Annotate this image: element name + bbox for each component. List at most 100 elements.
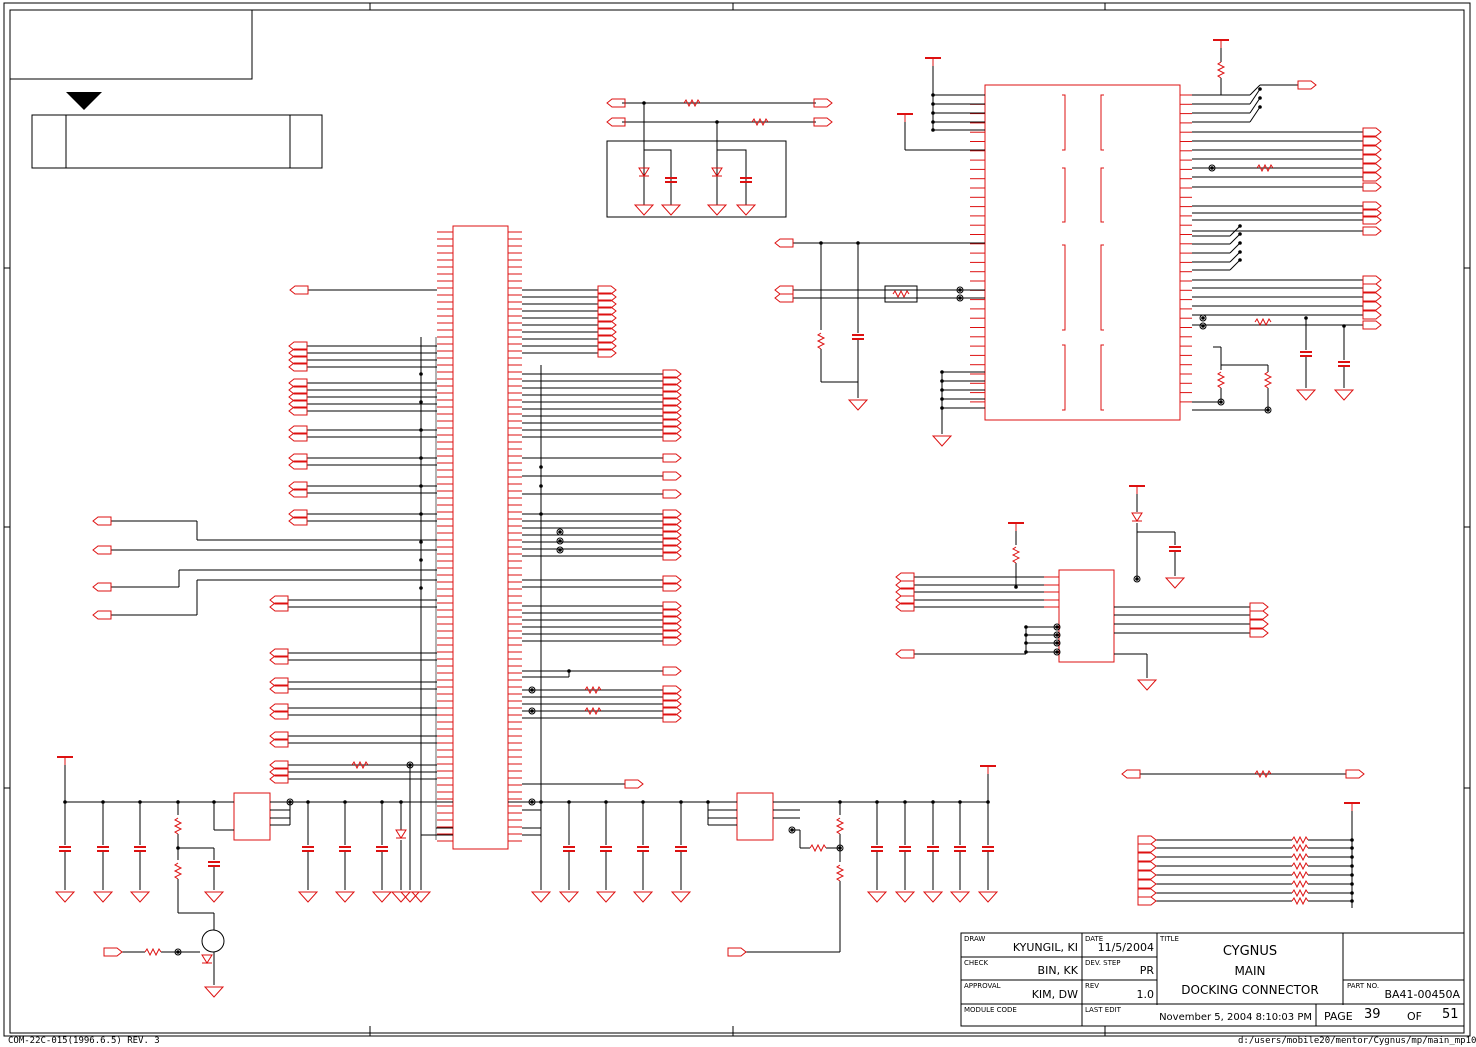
signal-port-icon — [1362, 136, 1382, 146]
junction-dot — [1350, 855, 1354, 859]
signal-port-icon — [1137, 896, 1157, 906]
signal-port-icon — [1345, 769, 1365, 779]
check-label: CHECK — [964, 959, 989, 967]
junction-dot — [138, 800, 142, 804]
of-label: OF — [1407, 1010, 1422, 1023]
junction-dot — [1024, 625, 1028, 629]
approval-label: APPROVAL — [964, 982, 1001, 990]
test-point-icon — [1217, 398, 1225, 406]
junction-dot — [958, 800, 962, 804]
signal-port-icon — [1362, 320, 1382, 330]
signal-port-icon — [269, 738, 289, 748]
junction-dot — [539, 512, 543, 516]
resistor-icon — [1291, 861, 1309, 871]
junction-dot — [567, 669, 571, 673]
junction-dot — [940, 370, 944, 374]
junction-dot — [1258, 96, 1262, 100]
junction-dot — [1238, 241, 1242, 245]
junction-dot — [903, 800, 907, 804]
junction-dot — [1219, 400, 1223, 404]
signal-port-icon — [1297, 80, 1317, 90]
resistor-icon — [809, 843, 827, 853]
resistor-icon — [1254, 317, 1272, 327]
signal-port-icon — [288, 406, 308, 416]
junction-dot — [176, 846, 180, 850]
junction-dot — [176, 800, 180, 804]
junction-dot — [1350, 846, 1354, 850]
signal-port-icon — [269, 602, 289, 612]
page-value: 39 — [1364, 1007, 1381, 1022]
signal-port-icon — [288, 488, 308, 498]
ground-icon — [371, 891, 393, 903]
title-line-2: MAIN — [1234, 964, 1266, 978]
sheet-frame — [3, 2, 1471, 1037]
wire — [1229, 242, 1241, 254]
resistor-icon — [173, 817, 183, 835]
junction-dot — [958, 288, 962, 292]
junction-dot — [641, 800, 645, 804]
signal-port-icon — [1362, 127, 1382, 137]
file-path: d:/users/mobile20/mentor/Cygnus/mp/main_… — [1238, 1036, 1476, 1046]
resistor-icon — [1291, 888, 1309, 898]
signal-port-icon — [1362, 310, 1382, 320]
signal-port-icon — [774, 285, 794, 295]
signal-port-icon — [1362, 163, 1382, 173]
junction-dot — [931, 102, 935, 106]
rev-value: 1.0 — [1136, 988, 1155, 1001]
signal-port-icon — [1137, 852, 1157, 862]
test-point-icon — [528, 686, 536, 694]
resistor-icon — [584, 706, 602, 716]
revision-marker-icon — [66, 92, 102, 110]
test-point-icon — [956, 286, 964, 294]
ground-icon — [949, 891, 971, 903]
test-point-icon — [1264, 406, 1272, 414]
junction-dot — [1014, 585, 1018, 589]
junction-dot — [399, 800, 403, 804]
resistor-icon — [1291, 852, 1309, 862]
test-point-icon — [1133, 575, 1141, 583]
junction-dot — [986, 800, 990, 804]
title-line-3: DOCKING CONNECTOR — [1181, 983, 1319, 997]
module-code-label: MODULE CODE — [964, 1006, 1017, 1014]
junction-dot — [1350, 838, 1354, 842]
title-block — [960, 932, 1465, 1027]
junction-dot — [408, 763, 412, 767]
junction-dot — [288, 800, 292, 804]
resistor-icon — [816, 332, 826, 350]
test-point-icon — [556, 546, 564, 554]
junction-dot — [539, 465, 543, 469]
junction-dot — [715, 120, 719, 124]
junction-dot — [1055, 650, 1059, 654]
junction-dot — [380, 800, 384, 804]
ground-icon — [1164, 577, 1186, 589]
wire — [1229, 259, 1241, 271]
test-point-icon — [286, 798, 294, 806]
test-point-icon — [1053, 639, 1061, 647]
ground-icon — [334, 891, 356, 903]
signal-port-icon — [288, 362, 308, 372]
signal-port-icon — [774, 238, 794, 248]
ground-icon — [660, 204, 682, 216]
junction-dot — [706, 800, 710, 804]
signal-port-icon — [597, 348, 617, 358]
test-point-icon — [1199, 322, 1207, 330]
junction-dot — [343, 800, 347, 804]
revision-box — [10, 10, 323, 169]
signal-port-icon — [662, 471, 682, 481]
junction-dot — [419, 428, 423, 432]
signal-port-icon — [1137, 861, 1157, 871]
junction-dot — [1258, 87, 1262, 91]
ground-icon — [558, 891, 580, 903]
title-line-1: CYGNUS — [1222, 944, 1278, 959]
signal-port-icon — [1137, 879, 1157, 889]
resistor-icon — [1291, 843, 1309, 853]
ground-icon — [297, 891, 319, 903]
junction-dot — [419, 400, 423, 404]
junction-dot — [931, 93, 935, 97]
signal-port-icon — [662, 666, 682, 676]
ic-middle-right — [914, 569, 1250, 678]
resistor-icon — [1291, 835, 1309, 845]
approval-value: KIM, DW — [1031, 988, 1078, 1001]
wire — [1229, 225, 1241, 237]
